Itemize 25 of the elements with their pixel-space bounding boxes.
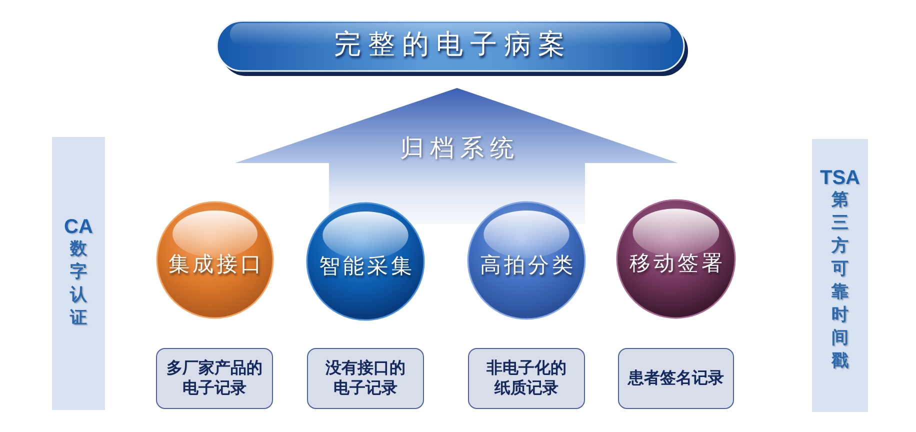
- vertical-text: 数字认证: [70, 238, 87, 330]
- sphere-text: 移动签署: [628, 250, 726, 276]
- rounded-box: [468, 348, 585, 409]
- title-banner: [216, 20, 689, 77]
- panel-heading: TSA: [820, 167, 860, 189]
- description-text: 患者签名记录: [626, 368, 725, 388]
- panel-heading: CA: [64, 216, 93, 238]
- arrow-text: 归档系统: [399, 134, 520, 162]
- heading-text: 完整的电子病案: [333, 29, 572, 61]
- sphere: [616, 199, 736, 319]
- description-text: 没有接口的电子记录: [324, 358, 406, 398]
- rounded-box: [307, 348, 424, 409]
- description-text: 非电子化的纸质记录: [485, 358, 568, 398]
- rounded-box: [618, 348, 734, 409]
- side-panel: [52, 137, 105, 410]
- sphere-text: 集成接口: [168, 251, 264, 277]
- description-text: 多厂家产品的电子记录: [165, 358, 264, 398]
- side-panel: [812, 139, 868, 412]
- sphere: [156, 201, 274, 319]
- sphere: [467, 201, 586, 320]
- sphere-text: 高拍分类: [479, 252, 576, 278]
- sphere-text: 智能采集: [318, 252, 415, 278]
- sphere: [306, 202, 425, 321]
- vertical-text: 第三方可靠时间戳: [832, 189, 848, 373]
- rounded-box: [156, 348, 273, 409]
